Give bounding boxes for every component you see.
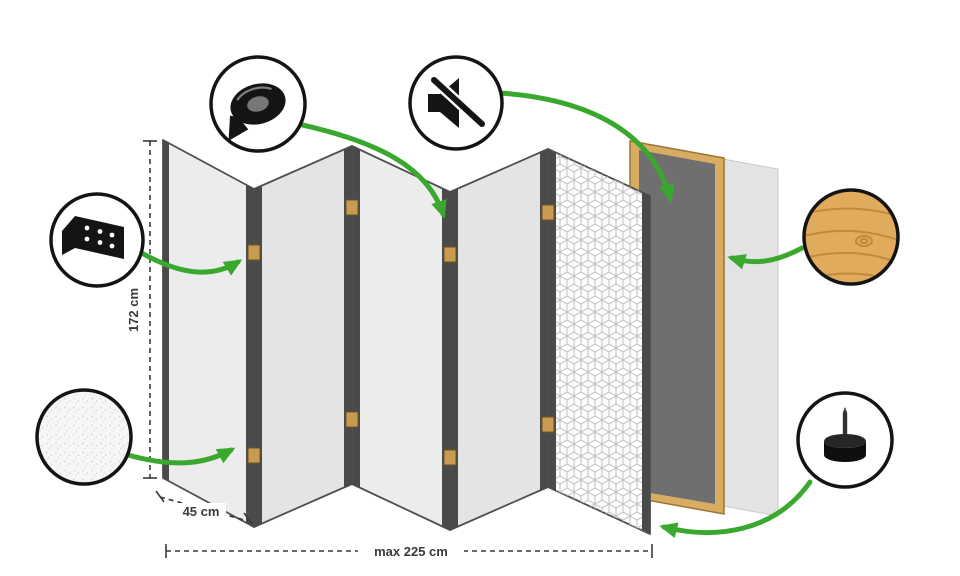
arrow-pad-to-bottom: [659, 479, 813, 538]
wood-material-icon: [805, 191, 897, 283]
fabric-texture-icon: [38, 391, 130, 483]
folding-panel-3: [351, 145, 451, 531]
panel-width-dimension: 45 cm: [155, 490, 253, 525]
height-label: 172 cm: [126, 288, 141, 332]
mute-callout: [408, 55, 504, 151]
arrow-tape-to-fold: [295, 121, 447, 219]
hinge-leaf-left: [62, 216, 75, 255]
arrow-hinge-to-fold: [137, 249, 243, 276]
dimension-annotations: 172 cm 45 cm max 225 cm: [126, 140, 653, 559]
geometric-pattern: [548, 149, 650, 534]
hinge: [541, 204, 555, 221]
height-dimension: 172 cm: [126, 140, 157, 479]
wood-callout: [802, 188, 900, 286]
arrow-mute-to-core: [497, 90, 675, 203]
hinge: [443, 449, 457, 466]
folding-panel-4: [449, 148, 549, 531]
tape-callout: [209, 55, 307, 153]
hinge: [247, 447, 261, 464]
folding-panel-1: [162, 139, 255, 528]
callout-arrows: [125, 90, 813, 538]
pin: [842, 407, 848, 443]
hinge: [345, 411, 359, 428]
exploded-layers: [162, 139, 779, 535]
max-width-label: max 225 cm: [374, 544, 448, 559]
arrow-texture-to-panel: [125, 447, 236, 466]
hinge-icon: [62, 216, 124, 259]
pad-callout: [796, 391, 894, 489]
hinge: [443, 246, 457, 263]
folding-panel-2: [253, 145, 353, 528]
core-dark-panel: [639, 150, 715, 504]
muted-speaker-icon: [428, 74, 488, 130]
patterned-panel: [547, 148, 651, 535]
adhesive-tape-icon: [228, 83, 286, 141]
floor-protector-icon: [824, 407, 866, 462]
hinge: [247, 244, 261, 261]
texture-callout: [35, 388, 133, 486]
hinge-callout: [49, 192, 145, 288]
arrow-wood-to-frame: [727, 245, 805, 270]
max-width-dimension: max 225 cm: [165, 542, 653, 559]
panel-width-label: 45 cm: [183, 504, 220, 519]
hinge: [541, 416, 555, 433]
hinge: [345, 199, 359, 216]
hinges: [247, 199, 555, 466]
